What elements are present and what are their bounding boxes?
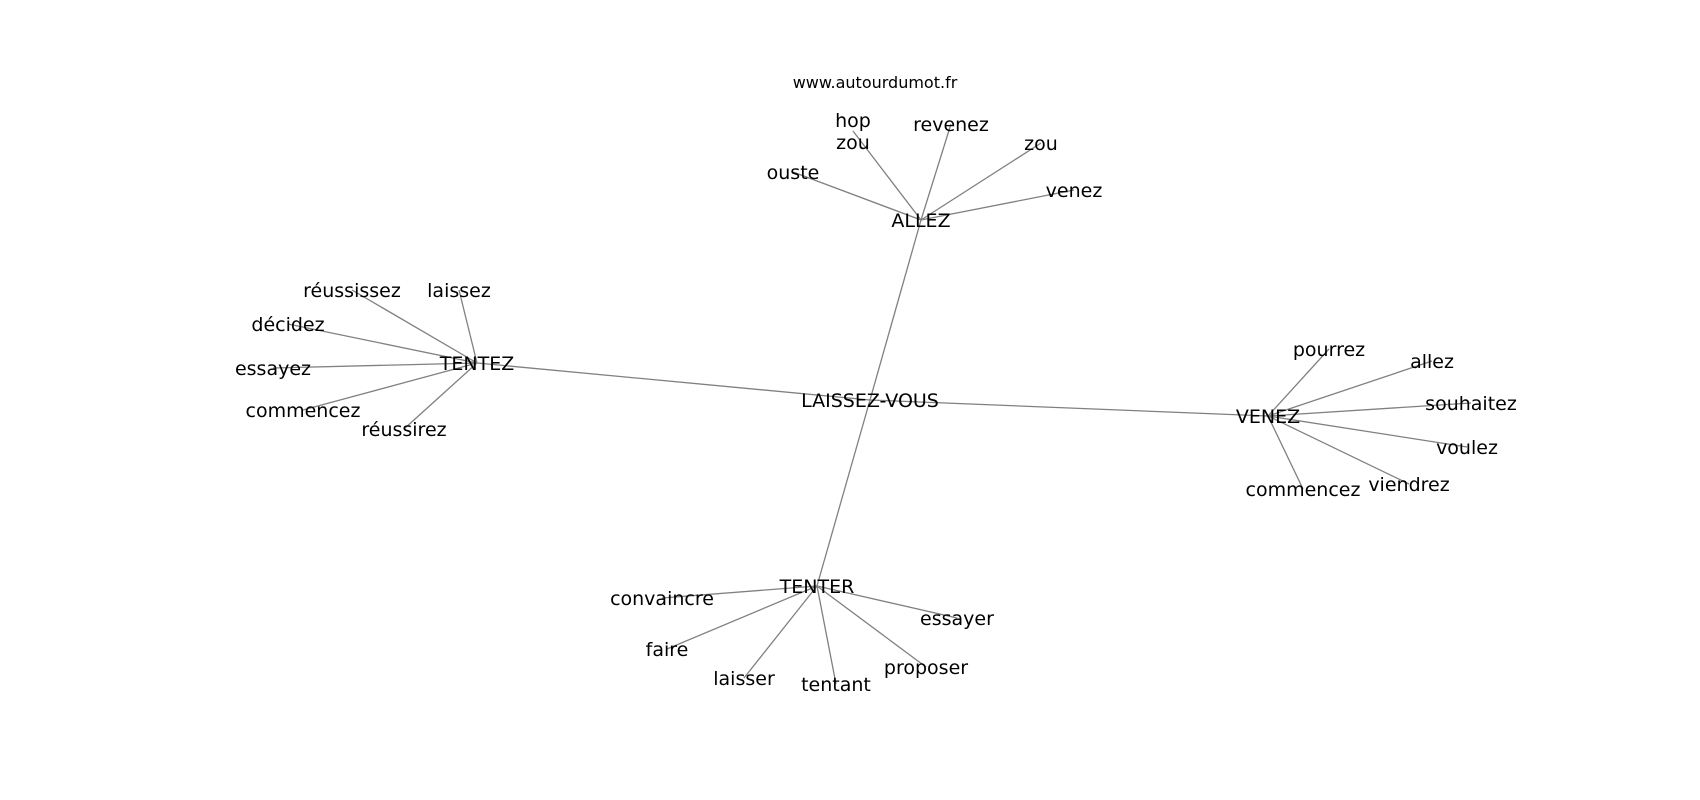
leaf-node-tenter-0: convaincre xyxy=(610,588,714,610)
center-node-label: LAISSEZ-VOUS xyxy=(801,390,939,412)
edge-venez-leaf-0 xyxy=(1267,348,1330,417)
edges xyxy=(272,123,1472,685)
leaf-node-tentez-1: laissez xyxy=(427,280,491,302)
edge-venez-leaf-4 xyxy=(1267,415,1410,485)
hub-node-allez: ALLEZ xyxy=(891,210,950,232)
edge-tentez-leaf-0 xyxy=(351,289,478,364)
edge-allez-leaf-1 xyxy=(920,123,952,221)
edge-allez-leaf-3 xyxy=(792,171,922,221)
leaf-node-tenter-4: laisser xyxy=(713,668,775,690)
leaf-node-tentez-5: réussirez xyxy=(361,419,446,441)
edge-tenter-leaf-1 xyxy=(816,585,958,619)
leaf-node-allez-1: revenez xyxy=(913,114,989,136)
edge-tenter-leaf-3 xyxy=(816,585,927,668)
edge-center-venez xyxy=(869,399,1269,417)
hub-node-tentez: TENTEZ xyxy=(439,353,514,375)
edge-tenter-leaf-0 xyxy=(661,585,818,599)
edge-tenter-leaf-4 xyxy=(743,585,818,679)
edge-allez-leaf-0 xyxy=(852,130,922,221)
hub-node-tenter: TENTER xyxy=(779,576,855,598)
leaf-node-venez-5: commencez xyxy=(1246,479,1361,501)
edge-allez-leaf-2 xyxy=(920,142,1042,221)
edge-center-tenter xyxy=(816,399,871,587)
edge-center-tentez xyxy=(476,362,871,401)
leaf-node-tenter-5: tentant xyxy=(801,674,871,696)
leaf-node-venez-0: pourrez xyxy=(1293,339,1365,361)
edge-tentez-leaf-1 xyxy=(458,289,478,364)
leaf-node-tentez-0: réussissez xyxy=(303,280,401,302)
edge-tentez-leaf-3 xyxy=(272,362,478,369)
leaf-node-allez-3: ouste xyxy=(767,162,820,184)
leaf-node-allez-2: zou xyxy=(1024,133,1058,155)
leaf-node-venez-2: souhaitez xyxy=(1425,393,1517,415)
edge-allez-leaf-4 xyxy=(920,189,1075,221)
leaf-node-tentez-2: décidez xyxy=(251,314,324,336)
edge-tenter-leaf-5 xyxy=(816,585,837,685)
leaf-node-venez-3: voulez xyxy=(1436,437,1498,459)
leaf-node-venez-4: viendrez xyxy=(1368,474,1449,496)
leaf-node-venez-1: allez xyxy=(1410,351,1454,373)
leaf-node-tenter-3: proposer xyxy=(884,657,968,679)
leaf-node-tentez-3: essayez xyxy=(235,358,311,380)
edge-tentez-leaf-5 xyxy=(403,362,478,430)
edge-venez-leaf-5 xyxy=(1267,415,1304,490)
source-url: www.autourdumot.fr xyxy=(793,73,958,92)
edge-venez-leaf-1 xyxy=(1267,360,1433,417)
edge-tenter-leaf-2 xyxy=(666,585,818,650)
leaf-node-tenter-2: faire xyxy=(646,639,689,661)
leaf-node-tenter-1: essayer xyxy=(920,608,994,630)
hub-node-venez: VENEZ xyxy=(1236,406,1300,428)
edge-tentez-leaf-4 xyxy=(302,362,478,411)
edge-venez-leaf-2 xyxy=(1267,402,1472,417)
leaf-node-tentez-4: commencez xyxy=(246,400,361,422)
edge-venez-leaf-3 xyxy=(1267,415,1468,448)
edge-center-allez xyxy=(869,219,922,401)
edge-tentez-leaf-2 xyxy=(287,323,478,364)
leaf-node-allez-4: venez xyxy=(1046,180,1103,202)
